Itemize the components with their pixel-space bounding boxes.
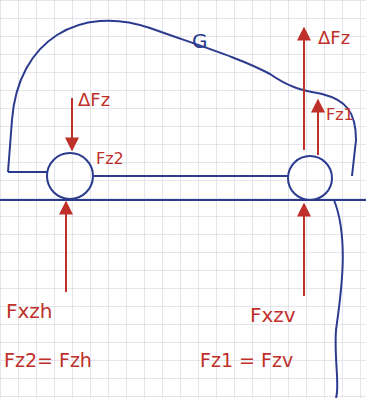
equation-label: Fz1 = Fzv [200,350,293,371]
front-wheel [288,156,332,200]
force-arrow [317,100,319,155]
force-label: Fz1 [326,106,354,124]
force-arrow [71,98,73,150]
body-line [94,175,288,177]
force-label: Fxzv [250,304,296,326]
force-label: Fxzh [6,300,53,322]
force-arrow [303,28,305,150]
equation-label: Fz2= Fzh [4,350,92,371]
force-label: ΔFz [318,28,350,48]
bracket-line [334,200,343,398]
force-arrow [303,204,305,296]
body-line [8,171,48,173]
force-label: Fz2 [96,150,124,168]
force-arrow [65,202,67,292]
car-body-outline [8,21,356,176]
force-label: ΔFz [78,90,110,110]
rear-wheel [47,153,93,199]
gravity-label: G [192,30,208,52]
